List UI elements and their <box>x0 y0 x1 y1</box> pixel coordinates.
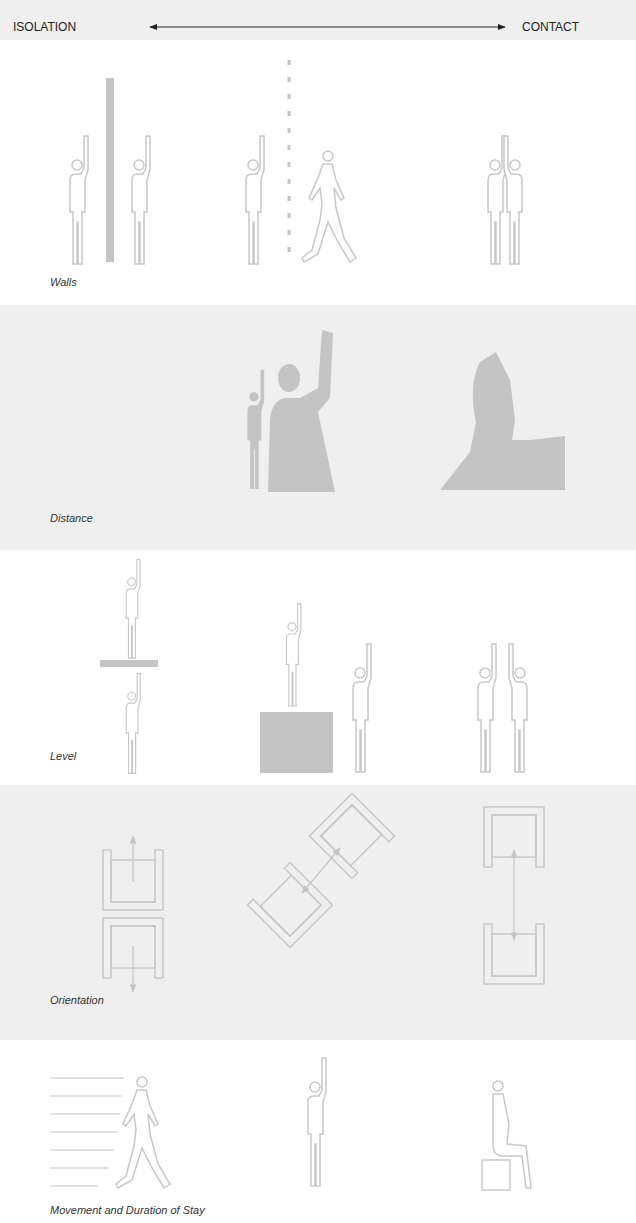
panel-band <box>0 305 636 550</box>
speed-lines <box>50 1078 124 1186</box>
header-band <box>0 0 636 40</box>
wall <box>106 78 114 262</box>
dashed-wall <box>288 60 291 264</box>
distance-figures <box>247 330 565 492</box>
panel-caption: Walls <box>50 276 77 289</box>
axis-label: CONTACT <box>522 20 579 34</box>
human-figures <box>70 136 522 264</box>
panel-caption: Orientation <box>50 994 104 1007</box>
panel-caption: Movement and Duration of Stay <box>50 1204 205 1217</box>
scale-arrow <box>150 27 505 28</box>
human-figures <box>116 1058 531 1190</box>
panel-caption: Level <box>50 750 76 763</box>
panel-caption: Distance <box>50 512 93 525</box>
upper-floor <box>100 660 158 667</box>
human-figures <box>126 560 527 774</box>
panel-band <box>0 785 636 1040</box>
podium <box>260 712 333 773</box>
axis-label: ISOLATION <box>13 20 76 34</box>
view-arrows <box>133 836 514 992</box>
chairs <box>103 794 544 984</box>
